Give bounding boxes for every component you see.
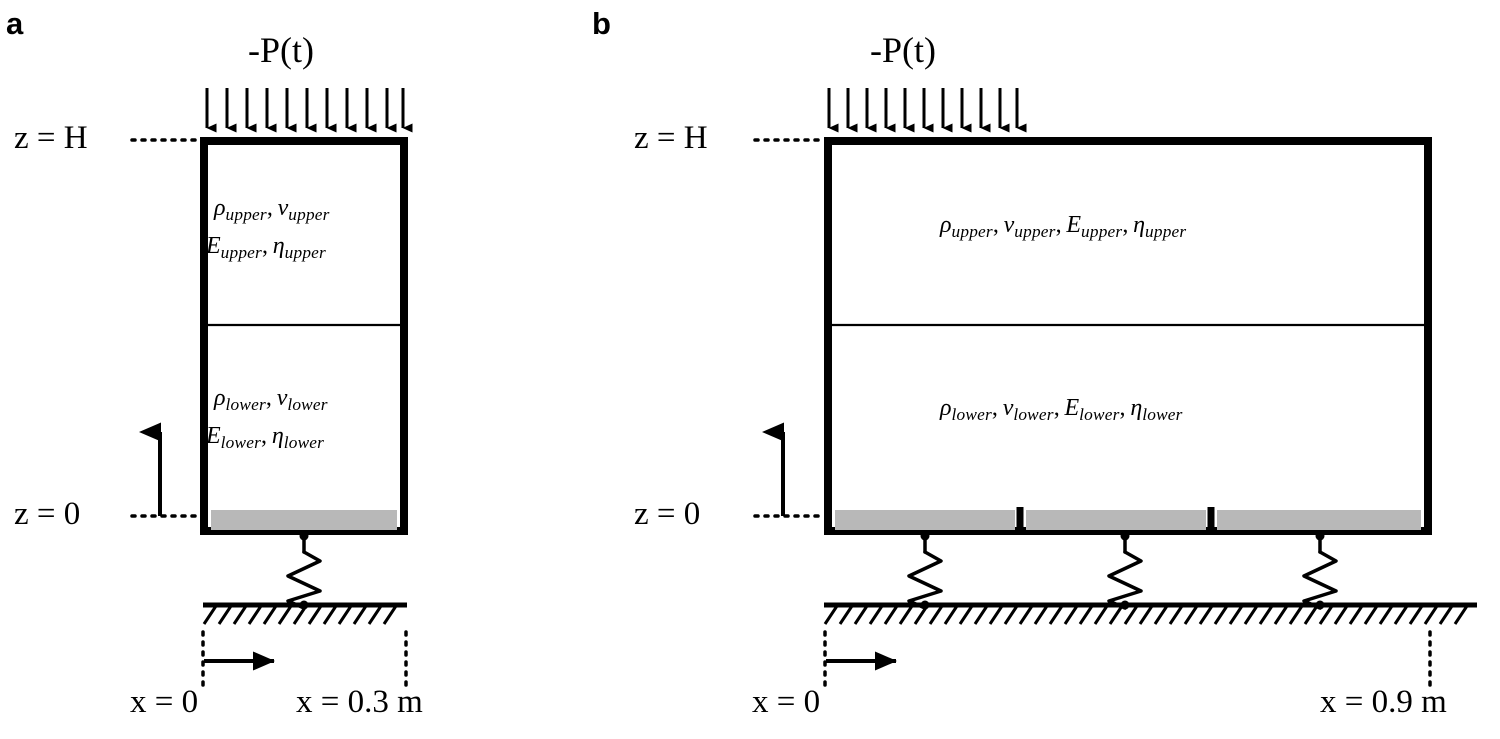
rho-subscript: upper (225, 204, 267, 224)
panel-b-spring-2 (1107, 533, 1143, 610)
eta-subscript: upper (1145, 221, 1187, 241)
eta-symbol: η (1133, 212, 1146, 238)
E-symbol: E (206, 233, 221, 259)
panel-b-x-end-label: x = 0.9 m (1320, 684, 1447, 720)
panel-b-spring-2-top-node (1120, 531, 1130, 541)
panel-a-spring-1 (286, 533, 322, 610)
panel-b-spring-1-bottom-node (920, 600, 930, 610)
E-symbol: E (1066, 212, 1082, 238)
comma: , (1122, 212, 1134, 238)
panel-b-geometry (753, 88, 1477, 692)
panel-a-zH-label: z = H (14, 120, 88, 156)
panel-a-x-origin-label: x = 0 (130, 684, 199, 720)
panel-b-ground-hatch (823, 605, 1469, 625)
eta-subscript: upper (284, 242, 326, 262)
rho-symbol: ρ (940, 212, 952, 238)
panel-a-ground-hatch (202, 605, 398, 625)
panel-b-body-outline (824, 137, 1432, 535)
nu-symbol: ν (1003, 212, 1015, 238)
nu-subscript: lower (1013, 404, 1054, 424)
comma: , (261, 423, 272, 449)
comma: , (261, 233, 273, 259)
rho-subscript: upper (951, 221, 993, 241)
nu-subscript: upper (1014, 221, 1056, 241)
panel-a-base-layer-segment (211, 510, 397, 530)
panel-b-spring-2-bottom-node (1120, 600, 1130, 610)
panel-b-z0-label: z = 0 (634, 496, 701, 532)
E-symbol: E (206, 423, 221, 449)
panel-b-upper-material: ρupper, νupper, Eupper, ηupper (940, 213, 1186, 240)
E-subscript: lower (1079, 404, 1120, 424)
panel-a-z0-label: z = 0 (14, 496, 81, 532)
comma: , (1053, 395, 1065, 421)
panel-a-load-label: -P(t) (248, 30, 314, 70)
panel-b-base-layer-segment (835, 510, 1015, 530)
panel-b-spring-3-top-node (1315, 531, 1325, 541)
panel-a-upper-material-line1: ρupper, νupper (214, 196, 330, 223)
eta-subscript: lower (1142, 404, 1183, 424)
panel-b-x-origin-label: x = 0 (752, 684, 821, 720)
rho-symbol: ρ (214, 385, 226, 411)
panel-b-load-arrows (827, 88, 1027, 133)
eta-symbol: η (1130, 395, 1143, 421)
nu-symbol: ν (1002, 395, 1014, 421)
panel-b-base-layer-segment (1026, 510, 1206, 530)
panel-a-lower-material-line2: Elower, ηlower (206, 424, 324, 451)
nu-subscript: upper (288, 204, 330, 224)
panel-b-spring-3 (1302, 533, 1338, 610)
rho-subscript: lower (225, 394, 266, 414)
panel-b-spring-1 (907, 533, 943, 610)
comma: , (1055, 212, 1067, 238)
nu-subscript: lower (287, 394, 328, 414)
comma: , (266, 195, 278, 221)
panel-b-spring-3-bottom-node (1315, 600, 1325, 610)
E-subscript: lower (220, 432, 262, 452)
eta-subscript: lower (283, 432, 325, 452)
panel-b-letter: b (592, 6, 611, 41)
panel-a-load-arrows (205, 88, 413, 133)
rho-symbol: ρ (940, 395, 952, 421)
panel-a-lower-material-line1: ρlower, νlower (214, 386, 328, 413)
panel-b-load-label: -P(t) (870, 30, 936, 70)
rho-subscript: lower (951, 404, 992, 424)
E-symbol: E (1064, 395, 1080, 421)
panel-a-x-end-label: x = 0.3 m (296, 684, 423, 720)
panel-b-base-layer-segment (1217, 510, 1421, 530)
panel-a-upper-material-line2: Eupper, ηupper (206, 234, 326, 261)
comma: , (1119, 395, 1131, 421)
nu-symbol: ν (276, 385, 288, 411)
E-subscript: upper (1081, 221, 1123, 241)
comma: , (265, 385, 277, 411)
panel-b-zH-label: z = H (634, 120, 708, 156)
panel-b-lower-material: ρlower, νlower, Elower, ηlower (940, 396, 1183, 423)
comma: , (992, 212, 1004, 238)
eta-symbol: η (271, 423, 284, 449)
rho-symbol: ρ (214, 195, 226, 221)
nu-symbol: ν (277, 195, 289, 221)
panel-a-spring-top-node (299, 531, 309, 541)
eta-symbol: η (272, 233, 285, 259)
comma: , (991, 395, 1003, 421)
panel-a-letter: a (6, 6, 24, 41)
panel-b-spring-1-top-node (920, 531, 930, 541)
E-subscript: upper (220, 242, 262, 262)
panel-a-spring-bottom-node (299, 600, 309, 610)
